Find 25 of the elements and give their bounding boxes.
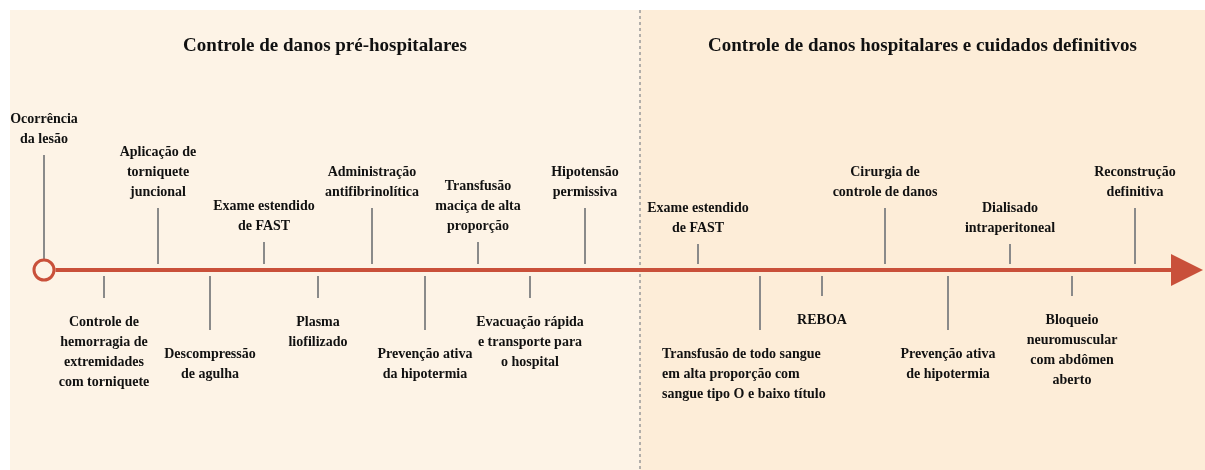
event-label: REBOA <box>796 311 848 329</box>
event-label: Evacuação rápida e transporte para o hospital <box>475 313 585 371</box>
event-label: Transfusão de todo sangue em alta proporção com sangue tipo O e baixo título <box>662 345 827 403</box>
section-heading: Controle de danos pré-hospitalares <box>182 34 468 56</box>
event-label: Descompressão de agulha <box>163 345 257 383</box>
event-label: Bloqueio neuromuscular com abdômen aberto <box>1025 311 1119 389</box>
event-label: Transfusão maciça de alta proporção <box>434 177 522 235</box>
timeline-arrow <box>55 254 1203 286</box>
event-label: Prevenção ativa de hipotermia <box>899 345 997 383</box>
event-label: Administração antifibrinolítica <box>323 163 421 201</box>
event-label: Ocorrência da lesão <box>9 110 79 148</box>
event-label: Reconstrução definitiva <box>1093 163 1177 201</box>
event-label: Hipotensão permissiva <box>550 163 620 201</box>
event-label: Exame estendido de FAST <box>646 199 750 237</box>
event-label: Controle de hemorragia de extremidades com torniquete <box>57 313 151 391</box>
event-label: Plasma liofilizado <box>287 313 349 351</box>
section-heading: Controle de danos hospitalares e cuidados definitivos <box>707 34 1138 56</box>
event-label: Exame estendido de FAST <box>212 197 316 235</box>
section-panel <box>640 10 1205 470</box>
event-label: Aplicação de torniquete juncional <box>118 143 198 201</box>
event-label: Prevenção ativa da hipotermia <box>376 345 474 383</box>
event-label: Cirurgia de controle de danos <box>831 163 939 201</box>
event-label: Dialisado intraperitoneal <box>963 199 1057 237</box>
start-circle <box>32 258 56 282</box>
section-panel <box>10 10 640 470</box>
